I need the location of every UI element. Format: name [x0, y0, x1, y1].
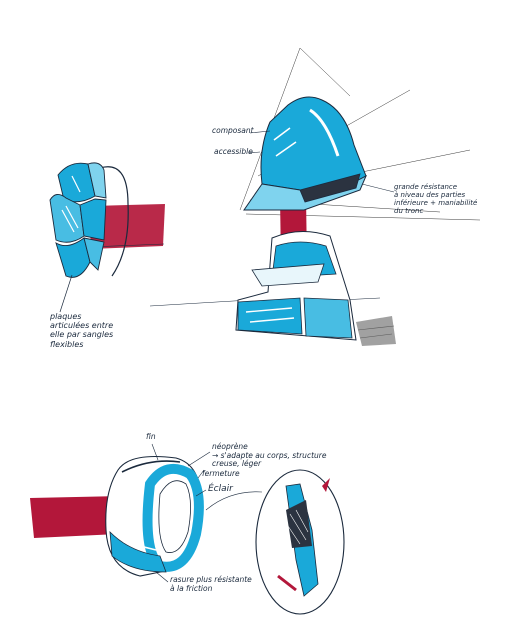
sketch-zoom-detail [255, 469, 345, 615]
label-eclair-text: Éclair [208, 484, 233, 494]
label-neoprene-text: néoprène → s'adapte au corps, structure … [212, 442, 327, 469]
sketch-wrist-band [30, 443, 263, 583]
label-resistant-text: rasure plus résistante à la friction [170, 575, 252, 593]
label-fin-text: fin [146, 432, 156, 441]
label-composant-text: composant [212, 126, 254, 135]
annotation-plaques-text: plaques articulées entre elle par sangle… [50, 312, 114, 349]
sketch-articulated-plates [49, 162, 165, 313]
label-fermeture-text: fermeture [202, 469, 240, 478]
sketch-torso-protector [149, 47, 481, 346]
label-resistance-text: grande résistance à niveau des parties i… [394, 183, 478, 216]
label-accessible-text: accessible [214, 147, 253, 156]
